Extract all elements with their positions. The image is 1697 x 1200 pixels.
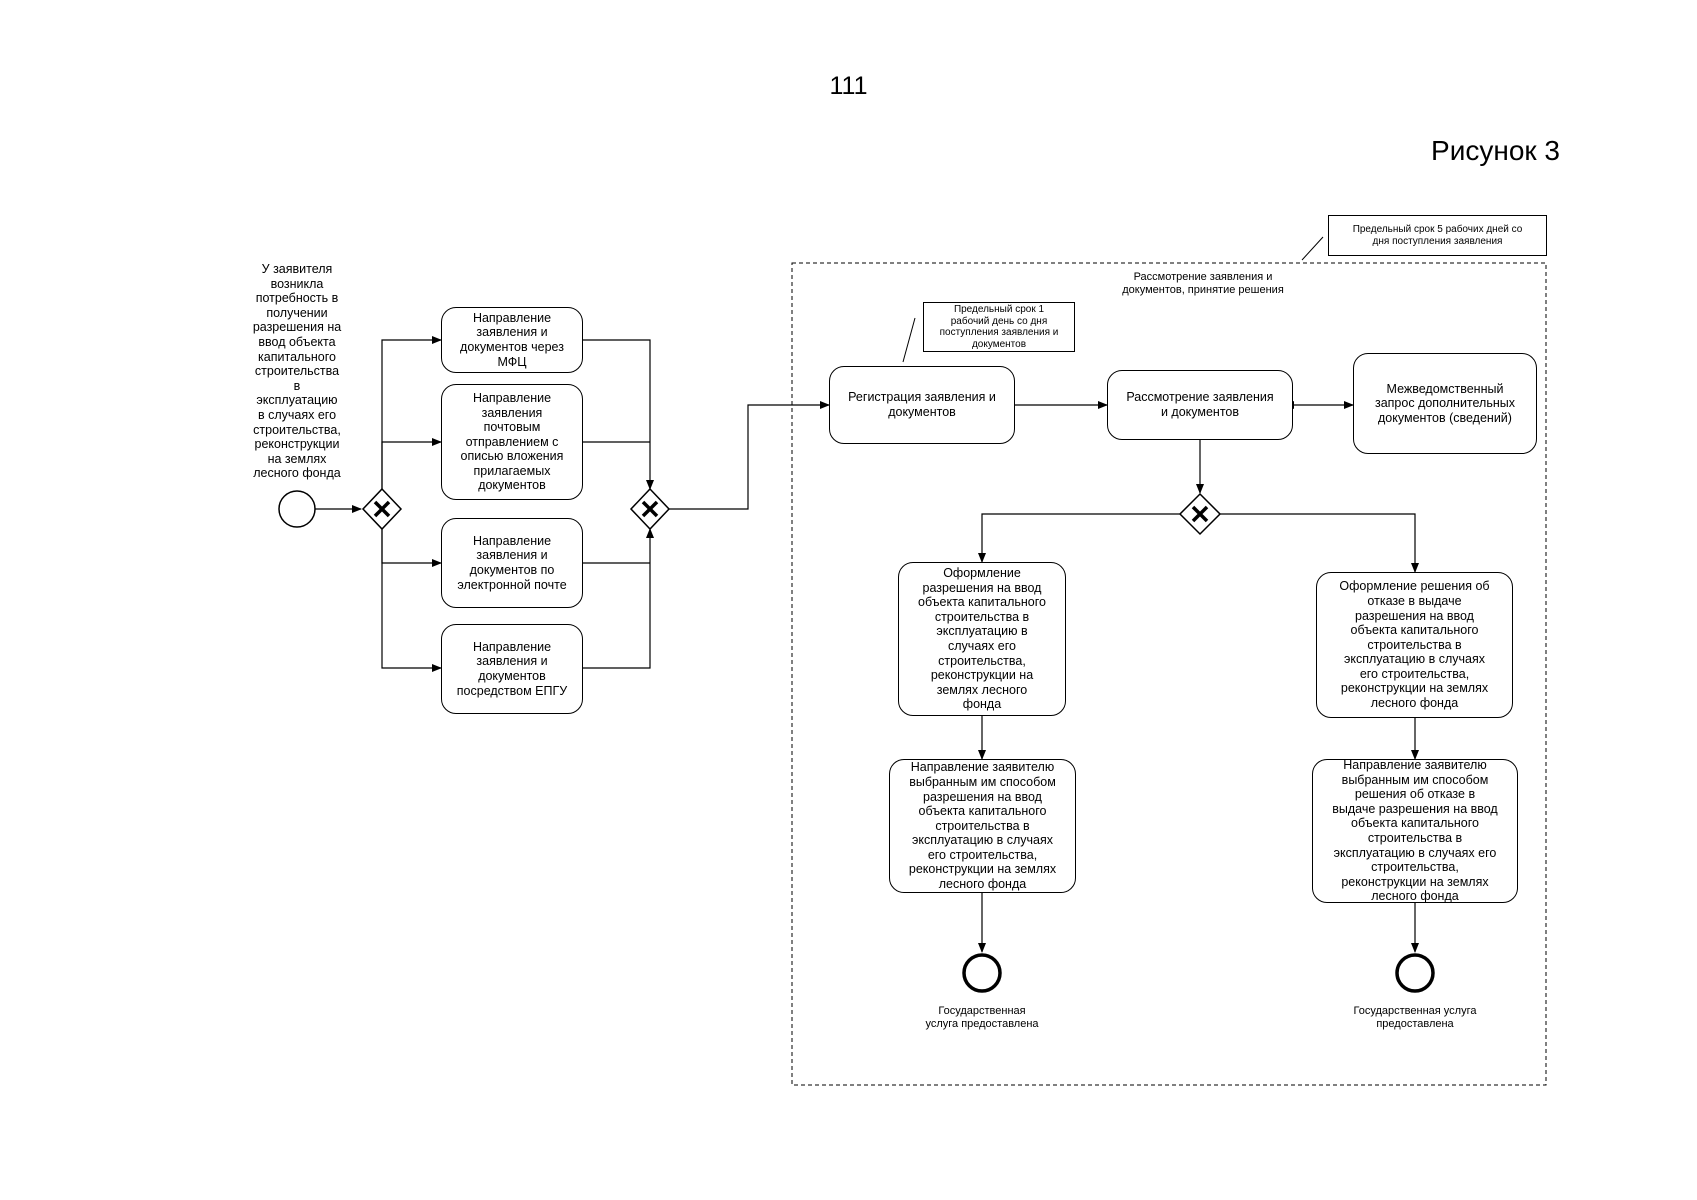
end-event-permit [962, 953, 1002, 993]
deadline-1-day-note: Предельный срок 1 рабочий день со дня по… [923, 302, 1075, 352]
task-issue-permit: Оформление разрешения на ввод объекта ка… [898, 562, 1066, 716]
task-review: Рассмотрение заявления и документов [1107, 370, 1293, 440]
page-number: 111 [829, 72, 868, 100]
flow-merge-to-registration [669, 401, 830, 510]
task-registration: Регистрация заявления и документов [829, 366, 1015, 444]
start-event [278, 490, 316, 528]
task-send-permit: Направление заявителю выбранным им спосо… [889, 759, 1076, 893]
task-submit-email: Направление заявления и документов по эл… [441, 518, 583, 608]
task-issue-refusal: Оформление решения об отказе в выдаче ра… [1316, 572, 1513, 718]
end-event-refusal [1395, 953, 1435, 993]
review-stage-label: Рассмотрение заявления и документов, при… [1122, 271, 1284, 296]
task-submit-mfc: Направление заявления и документов через… [441, 307, 583, 373]
end-event-refusal-label: Государственная услуга предоставлена [1353, 1005, 1477, 1030]
end-event-permit-label: Государственная услуга предоставлена [925, 1005, 1039, 1030]
split-branches [381, 336, 442, 672]
task-submit-epgu: Направление заявления и документов посре… [441, 624, 583, 714]
task-submit-post: Направление заявления почтовым отправлен… [441, 384, 583, 500]
review-stage-group [791, 262, 1547, 1086]
flow-decision-to-refusal [1220, 513, 1419, 573]
deadline-5-days-connector [1301, 236, 1324, 261]
task-send-refusal: Направление заявителю выбранным им спосо… [1312, 758, 1518, 903]
deadline-5-days-note: Предельный срок 5 рабочих дней со дня по… [1328, 215, 1547, 256]
merge-branches [583, 339, 654, 669]
task-interagency-request: Межведомственный запрос дополнительных д… [1353, 353, 1537, 454]
merge-gateway [629, 487, 671, 531]
decision-gateway [1178, 492, 1222, 536]
figure-title: Рисунок 3 [1431, 135, 1560, 166]
flow-decision-to-permit [978, 513, 1180, 563]
split-gateway [361, 487, 403, 531]
deadline-1-day-connector [902, 317, 916, 363]
start-event-label: У заявителя возникла потребность в получ… [252, 262, 342, 481]
